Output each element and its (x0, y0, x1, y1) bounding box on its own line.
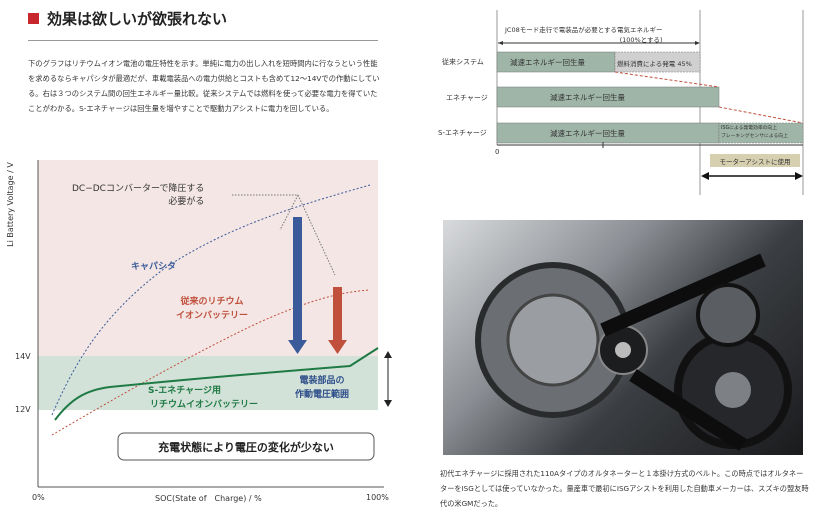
top-label: JC08モード走行で電装品が必要とする電気エネルギー(100%とする) (505, 26, 663, 44)
dcdc-annotation: DC−DCコンバーターで降圧する必要がる (72, 184, 205, 207)
voltage-chart: Li Battery Voltage / V 14V 12V 0% 100% S… (0, 150, 410, 521)
x-tick-100: 100% (366, 493, 389, 502)
upper-region (38, 160, 378, 357)
y-tick-12v: 12V (15, 405, 31, 414)
capacitor-drop-arrow (293, 217, 302, 342)
section-heading: 効果は欲しいが欲張れない (28, 8, 227, 29)
engine-illustration (475, 253, 792, 451)
callout-box (117, 432, 375, 461)
senecharge-label: S-エネチャージ用リチウムイオンバッテリー (148, 386, 259, 410)
senecharge-curve (54, 347, 379, 421)
assist-label: モーターアシストに使用 (719, 158, 791, 166)
y-axis-label: Li Battery Voltage / V (5, 162, 15, 247)
senecharge-extra-bar (718, 122, 804, 144)
energy-chart-graphics (496, 10, 804, 195)
senecharge-extra-label: ISGによる発電効率の向上ブレーキングセンサによる向上 (721, 126, 788, 139)
conventional-drop-arrow (333, 287, 342, 342)
row-label-enecharge: エネチャージ (446, 94, 488, 102)
operating-band (38, 356, 378, 410)
bar-label: 減速エネルギー回生量 (550, 129, 625, 138)
x-axis-label: SOC(State of Charge) / % (155, 494, 262, 503)
range-label: 電装部品の作動電圧範囲 (295, 376, 350, 400)
heading-marker-icon (28, 13, 39, 24)
energy-chart: JC08モード走行で電装品が必要とする電気エネルギー(100%とする) 従来シス… (420, 0, 820, 210)
y-tick-14v: 14V (15, 352, 31, 361)
fuel-label: 燃料消費による発電 45% (617, 60, 692, 68)
capacitor-label: キャパシタ (131, 262, 177, 272)
conventional-label: 従来のリチウムイオンバッテリー (176, 297, 249, 321)
row-label-conventional: 従来システム (442, 58, 484, 66)
fuel-generation-bar (614, 51, 701, 73)
x-tick-0: 0% (32, 493, 45, 502)
bar-label: 減速エネルギー回生量 (550, 93, 625, 102)
alternator-photo (443, 220, 803, 455)
body-text: 下のグラフはリチウムイオン電池の電圧特性を示す。単純に電力の出し入れを短時間内に… (28, 59, 380, 113)
bar-label: 減速エネルギー回生量 (510, 58, 585, 67)
row-label-senecharge: S-エネチャージ (438, 129, 487, 137)
heading-text: 効果は欲しいが欲張れない (47, 10, 228, 28)
callout-text: 充電状態により電圧の変化が少ない (158, 441, 334, 454)
enecharge-regen-bar (496, 86, 720, 108)
axis-zero: 0 (495, 148, 500, 156)
voltage-chart-graphics (37, 160, 392, 488)
photo-caption: 初代エネチャージに採用された110Aタイプのオルタネーターと１本掛け方式のベルト… (440, 469, 809, 508)
capacitor-curve (51, 184, 371, 416)
divider (28, 40, 378, 41)
assist-label-box (710, 154, 800, 167)
